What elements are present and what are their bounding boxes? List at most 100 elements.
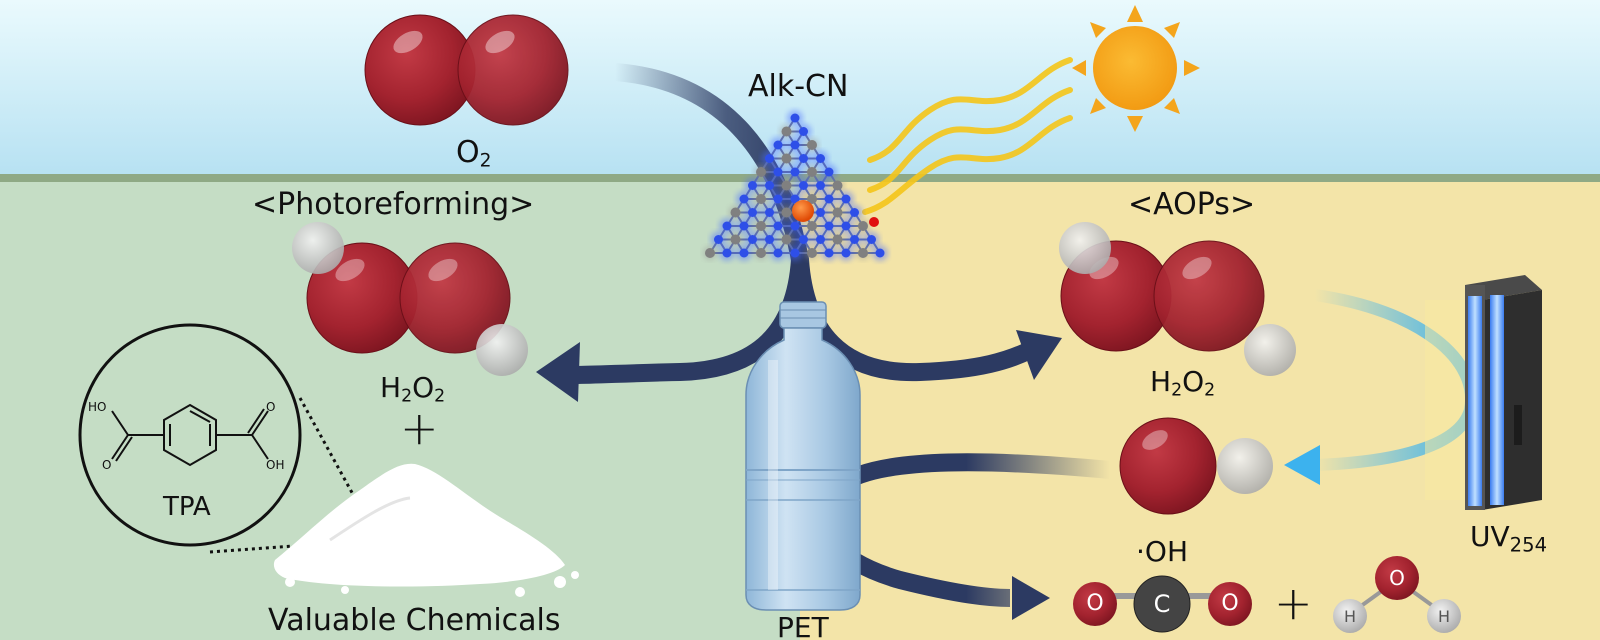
arrowhead-co2 (1012, 576, 1050, 620)
catalyst-nitrogen-atom (765, 181, 774, 190)
h2o2-left-o-sub: 2 (434, 386, 446, 407)
catalyst-carbon-atom (756, 221, 766, 231)
catalyst-alkali-atom (792, 200, 814, 222)
catalyst-carbon-atom (858, 248, 868, 258)
catalyst-oxygen-atom (869, 217, 879, 227)
arrowhead-right (1016, 330, 1062, 380)
powder-pile-icon (273, 463, 579, 597)
h2o2-right-h: H (1150, 365, 1172, 398)
catalyst-carbon-atom (807, 248, 817, 258)
o2-subscript: 2 (479, 150, 492, 172)
catalyst-nitrogen-atom (773, 194, 783, 204)
h2o-h-right-letter: H (1437, 607, 1451, 626)
catalyst-title: Alk-CN (748, 69, 849, 104)
catalyst-carbon-atom (705, 248, 715, 258)
aops-heading: <AOPs> (1128, 187, 1256, 222)
catalyst-nitrogen-atom (799, 154, 808, 163)
catalyst-nitrogen-atom (739, 194, 749, 204)
catalyst-nitrogen-atom (790, 113, 800, 123)
uv-label: UV254 (1470, 523, 1547, 555)
pet-label: PET (777, 611, 829, 640)
h2o2-left-label: H2O2 (380, 374, 445, 406)
catalyst-carbon-atom (756, 248, 766, 258)
catalyst-nitrogen-atom (875, 248, 885, 258)
catalyst-carbon-atom (832, 207, 843, 218)
catalyst-carbon-atom (781, 153, 792, 164)
catalyst-nitrogen-atom (799, 181, 808, 190)
co2-o-left-letter: O (1086, 591, 1104, 616)
co2-o-right-letter: O (1221, 591, 1239, 616)
o2-symbol: O (456, 135, 480, 170)
tpa-ho-label: HO (88, 400, 107, 414)
catalyst-carbon-atom (858, 221, 868, 231)
catalyst-nitrogen-atom (824, 221, 834, 231)
catalyst-nitrogen-atom (799, 127, 808, 136)
h2o2-left-h-sub: 2 (401, 386, 413, 407)
catalyst-nitrogen-atom (739, 248, 749, 258)
catalyst-nitrogen-atom (816, 181, 825, 190)
catalyst-nitrogen-atom (748, 181, 757, 190)
tpa-o-left-label: O (102, 458, 112, 472)
arrowhead-left (536, 342, 580, 402)
tpa-o-right-label: O (266, 400, 276, 414)
h2o2-right-o-sub: 2 (1204, 380, 1216, 401)
catalyst-nitrogen-atom (816, 208, 825, 217)
catalyst-nitrogen-atom (850, 235, 859, 244)
h2o2-right-o: O (1182, 365, 1205, 398)
tpa-structure (111, 403, 269, 467)
catalyst-nitrogen-atom (773, 167, 783, 177)
catalyst-nitrogen-atom (790, 194, 800, 204)
catalyst-nitrogen-atom (841, 221, 851, 231)
h2o2-right-h-sub: 2 (1171, 380, 1183, 401)
catalyst-nitrogen-atom (850, 208, 859, 217)
catalyst-nitrogen-atom (773, 221, 783, 231)
tpa-oh-label: OH (266, 458, 285, 472)
catalyst-nitrogen-atom (748, 208, 757, 217)
valuable-chemicals-label: Valuable Chemicals (268, 603, 561, 638)
catalyst-nitrogen-atom (773, 140, 783, 150)
catalyst-carbon-atom (807, 167, 817, 177)
h2o-o-letter: O (1389, 566, 1405, 590)
catalyst-nitrogen-atom (816, 154, 825, 163)
co2-molecule (1073, 575, 1252, 633)
h2o2-molecule-left (292, 222, 528, 376)
catalyst-nitrogen-atom (824, 194, 834, 204)
h2o-molecule (1333, 556, 1461, 633)
photoreforming-heading: <Photoreforming> (252, 187, 535, 222)
catalyst-nitrogen-atom (773, 248, 783, 258)
catalyst-carbon-atom (756, 194, 766, 204)
catalyst-nitrogen-atom (739, 221, 749, 231)
catalyst-nitrogen-atom (790, 248, 800, 258)
o2-label: O2 (456, 138, 491, 171)
pet-bottle-icon (745, 301, 861, 611)
catalyst-nitrogen-atom (790, 140, 800, 150)
catalyst-nitrogen-atom (824, 167, 834, 177)
catalyst-nitrogen-atom (765, 235, 774, 244)
catalyst-nitrogen-atom (841, 194, 851, 204)
catalyst-nitrogen-atom (841, 248, 851, 258)
plus-right: + (1274, 576, 1313, 630)
oh-radical-label: ·OH (1136, 535, 1188, 568)
catalyst-carbon-atom (730, 207, 741, 218)
catalyst-carbon-atom (832, 180, 843, 191)
uv-subscript: 254 (1509, 533, 1548, 557)
catalyst-nitrogen-atom (722, 221, 732, 231)
light-waves (862, 57, 1073, 215)
catalyst-nitrogen-atom (816, 235, 825, 244)
catalyst-carbon-atom (832, 234, 843, 245)
sun-icon (1072, 5, 1200, 132)
co2-c-letter: C (1153, 590, 1171, 618)
h2o2-right-label: H2O2 (1150, 368, 1215, 400)
catalyst-carbon-atom (781, 180, 792, 191)
catalyst-carbon-atom (781, 234, 792, 245)
uv-lamp-icon (1425, 275, 1542, 510)
catalyst-icon (703, 110, 888, 261)
catalyst-carbon-atom (807, 194, 817, 204)
catalyst-nitrogen-atom (790, 167, 800, 177)
arrowhead-oh (1284, 445, 1320, 485)
o2-molecule (364, 14, 569, 126)
oh-radical-molecule (1119, 417, 1273, 515)
tpa-label: TPA (163, 492, 211, 522)
